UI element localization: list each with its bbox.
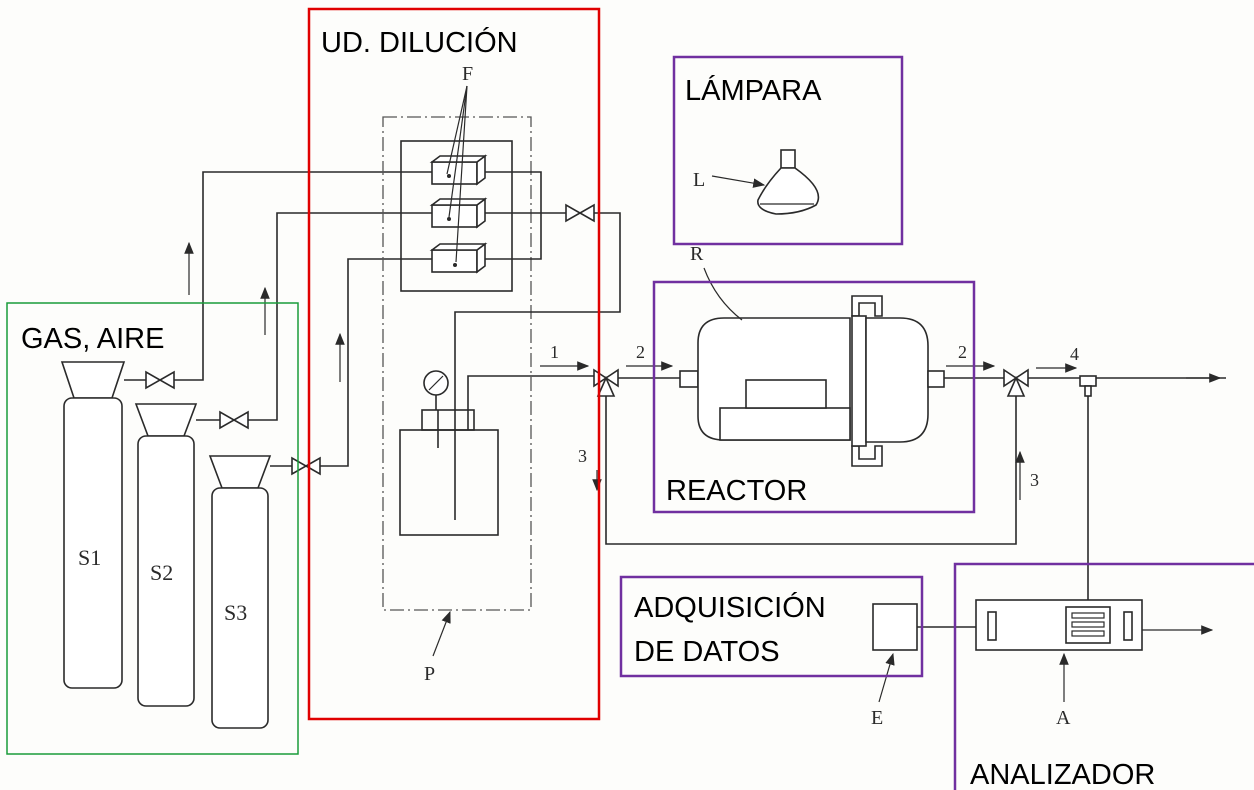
lamp-box-title: LÁMPARA: [685, 74, 822, 107]
mass-flow-controller-3: [429, 242, 488, 274]
mass-flow-controller-1: [429, 154, 488, 186]
label-l: L: [693, 169, 705, 191]
lamp-box: [672, 55, 904, 246]
line-s1: [174, 171, 434, 381]
gas-box-title: GAS, AIRE: [21, 323, 164, 355]
line-s2: [248, 212, 432, 421]
valve-s2: [196, 410, 249, 430]
analyzer-box: [953, 562, 1254, 790]
label-3-right: 3: [1030, 470, 1039, 490]
dilution-frame: [382, 116, 532, 611]
label-3-left: 3: [578, 446, 587, 466]
dilution-box-title: UD. DILUCIÓN: [321, 26, 518, 59]
label-2-inlet: 2: [636, 342, 645, 362]
line-s3: [320, 258, 432, 467]
reactor-vessel: [679, 295, 945, 467]
mass-flow-controller-2: [429, 197, 488, 229]
data-box-title-line1: ADQUISICIÓN: [634, 591, 826, 624]
data-acquisition-box: [619, 575, 924, 678]
cylinder-s3: [208, 455, 272, 729]
cylinder-s2: [134, 403, 198, 707]
gas-box: [6, 302, 299, 755]
three-way-valve-inlet: [593, 368, 619, 397]
cylinder-s1: [60, 361, 126, 689]
three-way-valve-outlet: [1003, 368, 1029, 397]
bypass-valve: [565, 203, 595, 223]
valve-s3: [270, 456, 321, 476]
reactor-box-title: REACTOR: [666, 475, 807, 507]
analyzer-box-title: ANALIZADOR: [970, 759, 1155, 790]
reactor-box: [652, 280, 976, 514]
label-s1: S1: [78, 545, 101, 570]
label-s3: S3: [224, 600, 247, 625]
saturator-vessel: [399, 370, 600, 536]
label-f: F: [462, 63, 473, 85]
label-e: E: [871, 707, 883, 729]
dilution-box: [307, 7, 601, 721]
flow-controller-housing: [400, 140, 513, 292]
analyzer-unit: [975, 599, 1143, 651]
label-4: 4: [1070, 344, 1079, 364]
label-r: R: [690, 243, 704, 265]
valve-s1: [124, 370, 175, 390]
label-a: A: [1056, 707, 1071, 729]
label-2-outlet: 2: [958, 342, 967, 362]
data-box-title-line2: DE DATOS: [634, 636, 780, 668]
data-logger: [872, 603, 918, 651]
tee-junction: [1079, 375, 1097, 397]
lamp-icon: [757, 149, 820, 215]
label-p: P: [424, 663, 435, 685]
label-s2: S2: [150, 560, 173, 585]
label-1: 1: [550, 342, 559, 362]
